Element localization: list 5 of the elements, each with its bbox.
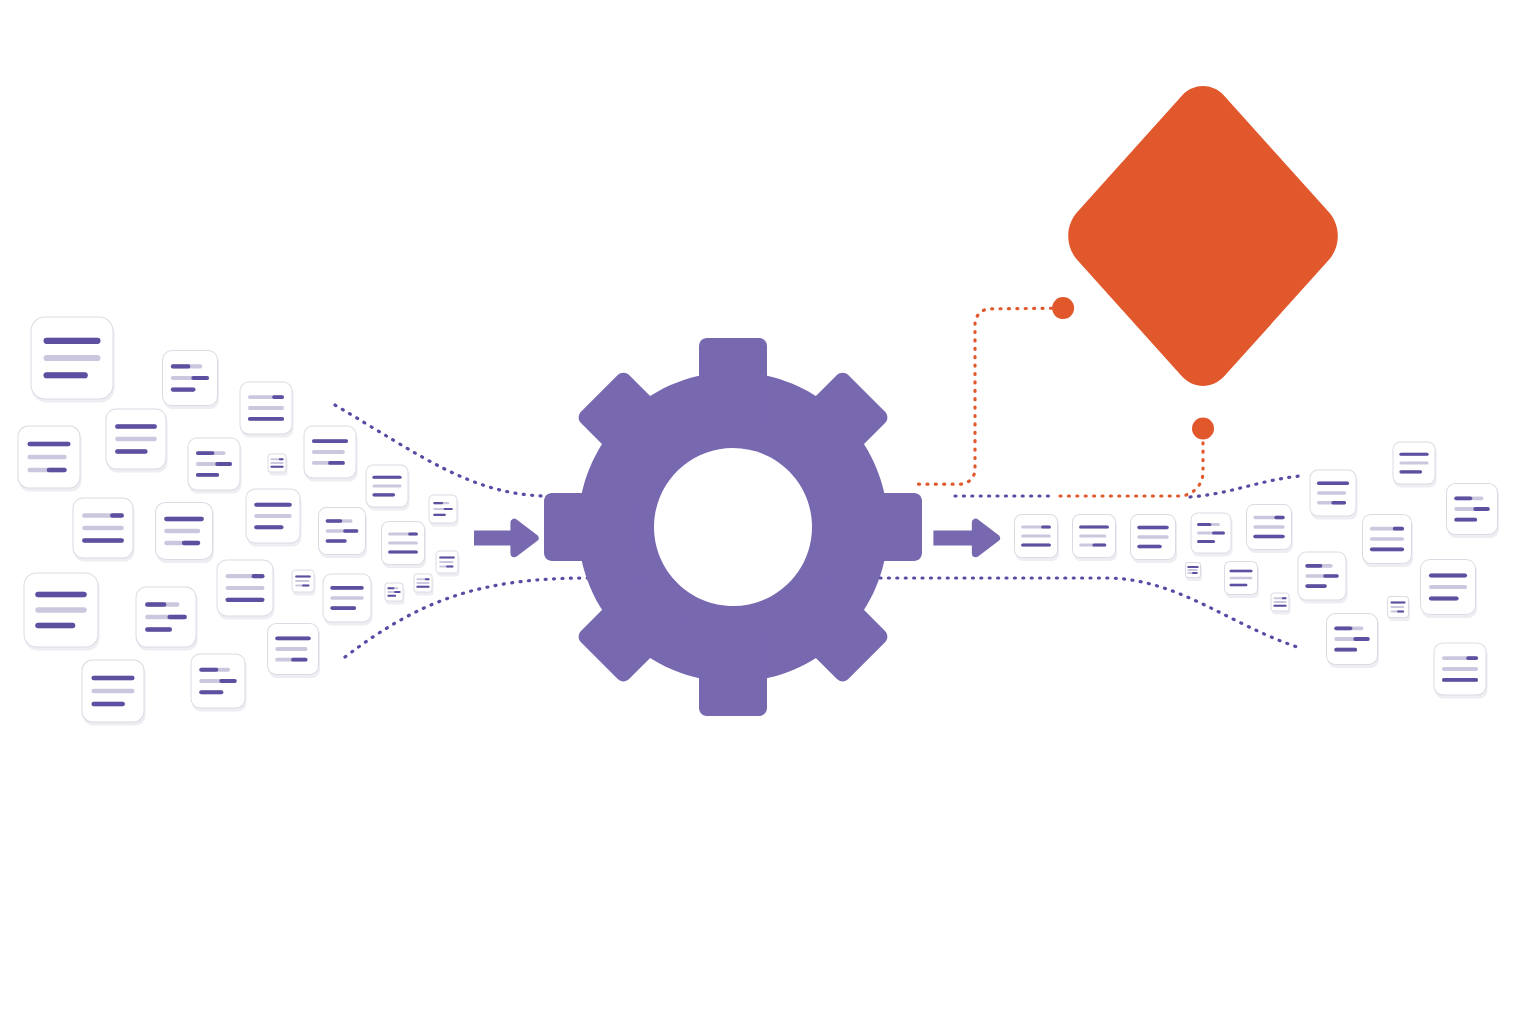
dotted-connector	[1058, 417, 1214, 498]
dotted-connector	[916, 297, 1075, 486]
arrow	[474, 518, 539, 558]
diamond	[1068, 86, 1338, 386]
arrow	[933, 518, 1000, 558]
